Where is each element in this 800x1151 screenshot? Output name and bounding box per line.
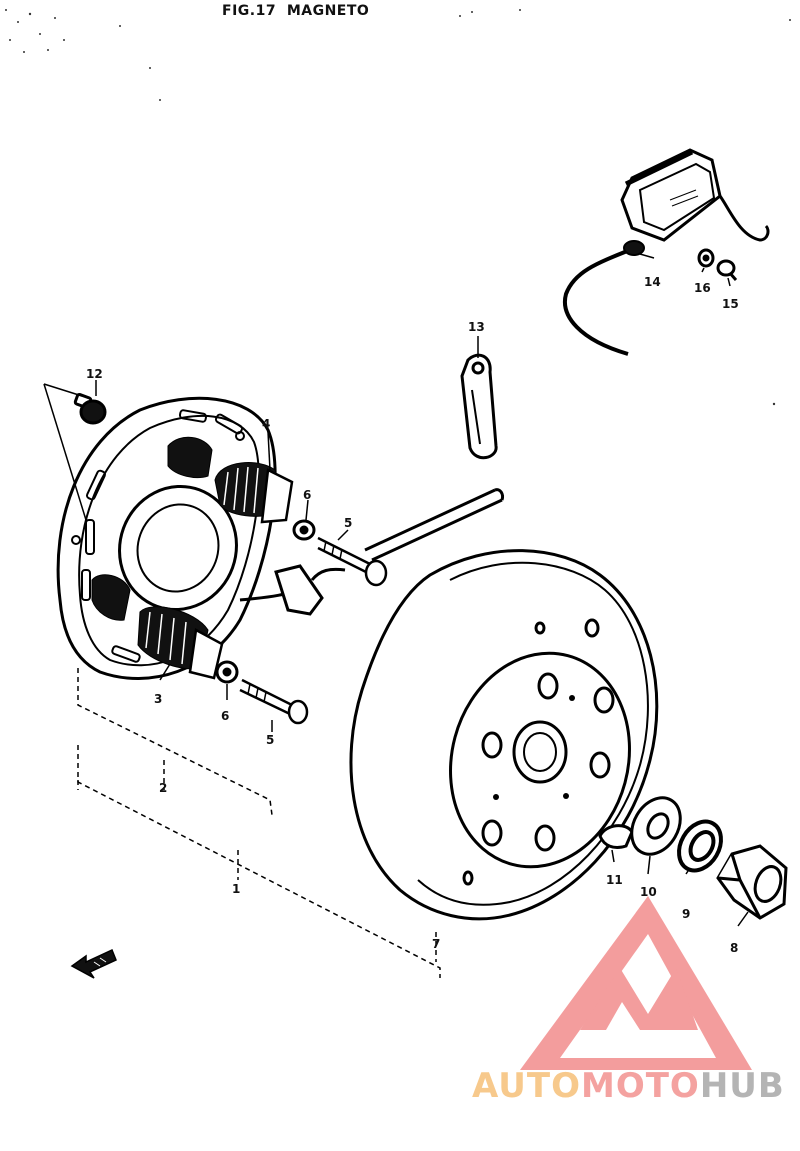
washer-part-6-lower xyxy=(215,660,239,684)
callout-4: 4 xyxy=(262,417,270,431)
brand-hub-text: HUB xyxy=(699,1066,785,1106)
washer-part-10 xyxy=(630,796,682,856)
washer-part-6-upper xyxy=(292,519,316,541)
callout-9: 9 xyxy=(682,907,690,921)
callout-labels: 1 2 3 4 5 5 6 6 7 8 9 10 11 12 13 14 15 … xyxy=(86,275,739,955)
callout-12: 12 xyxy=(86,367,103,381)
lock-washer-part-9 xyxy=(677,819,723,873)
callout-14: 14 xyxy=(644,275,661,289)
assembly-brackets xyxy=(77,668,441,978)
washer-part-16 xyxy=(697,248,715,268)
scan-speckles xyxy=(5,9,791,406)
wire-clamp-part-13 xyxy=(460,353,498,460)
brand-logo-icon xyxy=(520,896,752,1070)
brand-moto-text: MOTO xyxy=(580,1066,700,1106)
screw-part-12 xyxy=(73,392,107,425)
brand-watermark: AUTOMOTOHUB xyxy=(472,1066,785,1106)
flywheel-rotor xyxy=(349,549,659,921)
callout-13: 13 xyxy=(468,320,485,334)
woodruff-key-part-11 xyxy=(598,824,634,850)
front-direction-arrow-icon xyxy=(70,948,117,979)
screw-part-5-upper xyxy=(317,536,388,587)
callout-16: 16 xyxy=(694,281,711,295)
callout-5-upper: 5 xyxy=(344,516,352,530)
grommet-wire xyxy=(310,567,346,581)
callout-3: 3 xyxy=(154,692,162,706)
bolt-part-15 xyxy=(716,259,738,281)
screw-part-5-lower xyxy=(239,678,309,725)
brand-auto-text: AUTO xyxy=(472,1066,581,1106)
leader-lines xyxy=(43,253,749,927)
charging-coil xyxy=(167,436,294,524)
ignition-coil xyxy=(91,574,224,680)
callout-7: 7 xyxy=(432,937,440,951)
cdi-unit-part-14 xyxy=(563,148,770,356)
callout-15: 15 xyxy=(722,297,739,311)
callout-10: 10 xyxy=(640,885,657,899)
callout-5-lower: 5 xyxy=(266,733,274,747)
callout-11: 11 xyxy=(606,873,623,887)
callout-6-upper: 6 xyxy=(303,488,311,502)
callout-8: 8 xyxy=(730,941,738,955)
callout-6-lower: 6 xyxy=(221,709,229,723)
callout-1: 1 xyxy=(232,882,240,896)
callout-2: 2 xyxy=(159,781,167,795)
nut-part-8 xyxy=(716,844,788,920)
wire-grommet xyxy=(274,564,324,616)
figure-title: FIG.17 MAGNETO xyxy=(222,3,370,19)
